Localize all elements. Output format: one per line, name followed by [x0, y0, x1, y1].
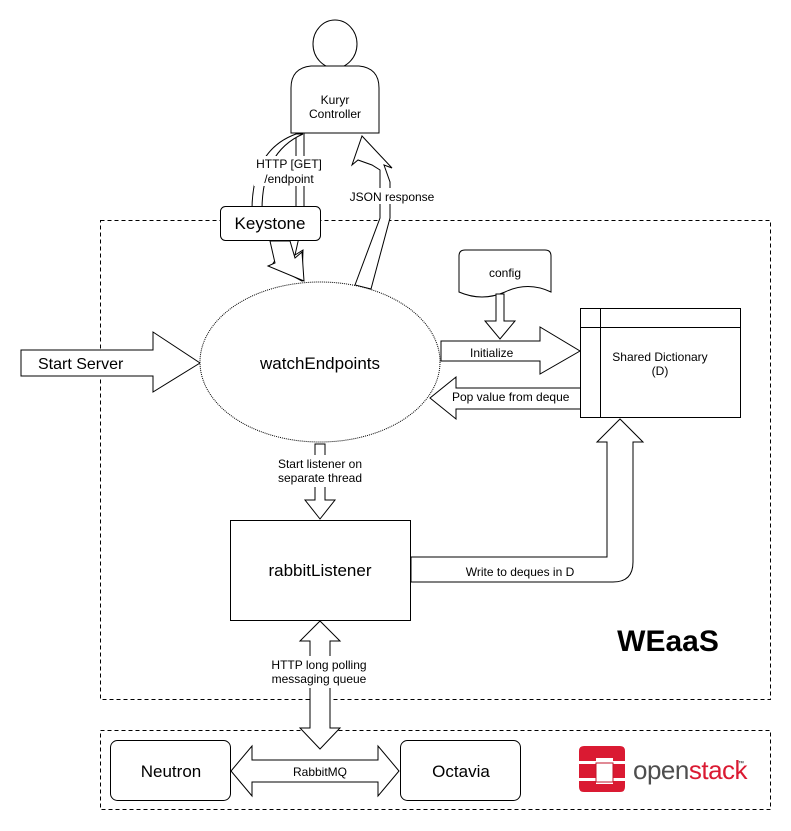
shared-dictionary-node: Shared Dictionary (D) — [580, 308, 741, 418]
write-deques-label: Write to deques in D — [466, 565, 575, 579]
start-server-arrow — [20, 331, 201, 393]
kuryr-label-1: Kuryr — [321, 93, 350, 107]
keystone-to-watch-arrow — [266, 240, 305, 282]
shared-dict-label-2: (D) — [652, 364, 669, 378]
initialize-arrow — [440, 326, 581, 375]
http-long-label-1: HTTP long polling — [271, 658, 366, 672]
openstack-boundary — [100, 730, 771, 810]
shared-dict-label-1: Shared Dictionary — [612, 350, 707, 364]
kuryr-label-2: Controller — [309, 107, 361, 121]
json-response-arrow — [350, 135, 393, 290]
http-get-label-2: /endpoint — [264, 172, 314, 186]
initialize-label: Initialize — [470, 346, 514, 360]
rabbitmq-arrow — [230, 744, 400, 798]
config-arrow — [483, 293, 517, 340]
weaas-boundary — [100, 220, 771, 700]
start-listener-label-2: separate thread — [278, 471, 362, 485]
rabbit-listener-label: rabbitListener — [268, 561, 371, 580]
rabbitmq-label: RabbitMQ — [293, 765, 347, 779]
neutron-label: Neutron — [141, 762, 201, 781]
openstack-logo-tm: ™ — [738, 760, 744, 767]
start-server-label: Start Server — [38, 356, 124, 373]
rabbit-listener-node — [230, 520, 411, 621]
watch-endpoints-label: watchEndpoints — [259, 354, 380, 373]
neutron-node — [110, 740, 231, 801]
pop-value-label: Pop value from deque — [452, 390, 570, 404]
config-document: config — [458, 249, 552, 298]
openstack-logo-stack: stack — [689, 755, 749, 785]
http-get-label-1: HTTP [GET] — [256, 157, 322, 171]
pop-value-arrow — [429, 375, 582, 421]
octavia-node — [400, 740, 521, 801]
weaas-title: WEaaS — [617, 625, 719, 658]
start-listener-label-1: Start listener on — [278, 457, 362, 471]
openstack-logo: openstack ™ — [579, 746, 749, 792]
write-deques-arrow — [410, 418, 645, 583]
keystone-label: Keystone — [235, 214, 306, 233]
json-response-label: JSON response — [350, 190, 435, 204]
kuryr-controller-actor: Kuryr Controller — [290, 19, 380, 134]
config-label: config — [489, 266, 521, 280]
openstack-logo-open: open — [633, 755, 689, 785]
openstack-logo-mark — [579, 746, 625, 792]
svg-text:openstack: openstack — [633, 755, 749, 785]
octavia-label: Octavia — [432, 762, 490, 781]
watch-endpoints-node — [199, 281, 441, 443]
http-long-label-2: messaging queue — [272, 672, 367, 686]
